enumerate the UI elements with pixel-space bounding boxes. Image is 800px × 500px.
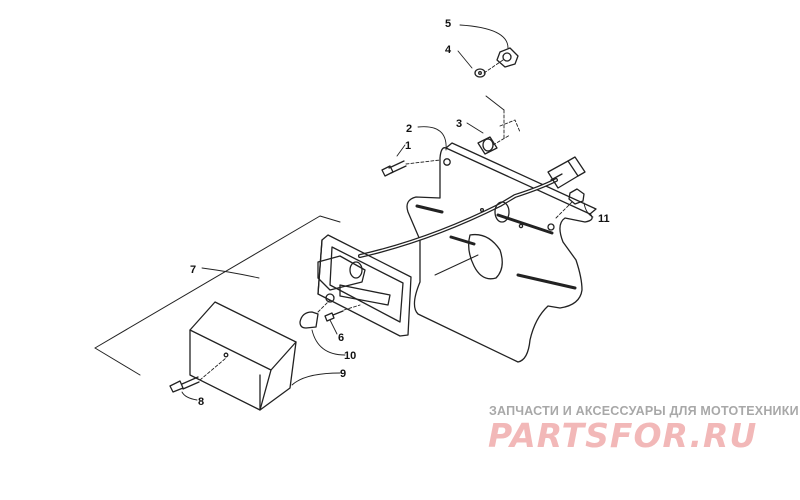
- callout-labels: 5 4 2 3 1 11 7 6 10 9 8: [190, 18, 610, 408]
- tail-lamp-frame: [317, 234, 412, 337]
- callout-4: 4: [445, 44, 452, 56]
- callout-7: 7: [190, 264, 196, 276]
- wire-harness: [358, 156, 586, 258]
- watermark-subtitle: ЗАПЧАСТИ И АКСЕССУАРЫ ДЛЯ МОТОТЕХНИКИ: [489, 404, 799, 418]
- leader-lines: [181, 24, 594, 401]
- watermark-brand: PARTSFOR.RU: [488, 416, 758, 455]
- bulb: [299, 311, 319, 329]
- callout-11: 11: [598, 213, 610, 225]
- license-plate-bracket: [406, 142, 597, 363]
- fasteners: [169, 47, 585, 393]
- callout-1: 1: [405, 140, 411, 152]
- callout-5: 5: [445, 18, 451, 30]
- callout-10: 10: [344, 350, 356, 362]
- assembly-lines: [199, 59, 573, 381]
- callout-8: 8: [198, 396, 204, 408]
- callout-2: 2: [406, 123, 412, 135]
- callout-9: 9: [340, 368, 346, 380]
- callout-6: 6: [338, 332, 344, 344]
- callout-3: 3: [456, 118, 462, 130]
- group-bracket: [94, 95, 505, 376]
- tail-lamp-lens: [189, 301, 297, 411]
